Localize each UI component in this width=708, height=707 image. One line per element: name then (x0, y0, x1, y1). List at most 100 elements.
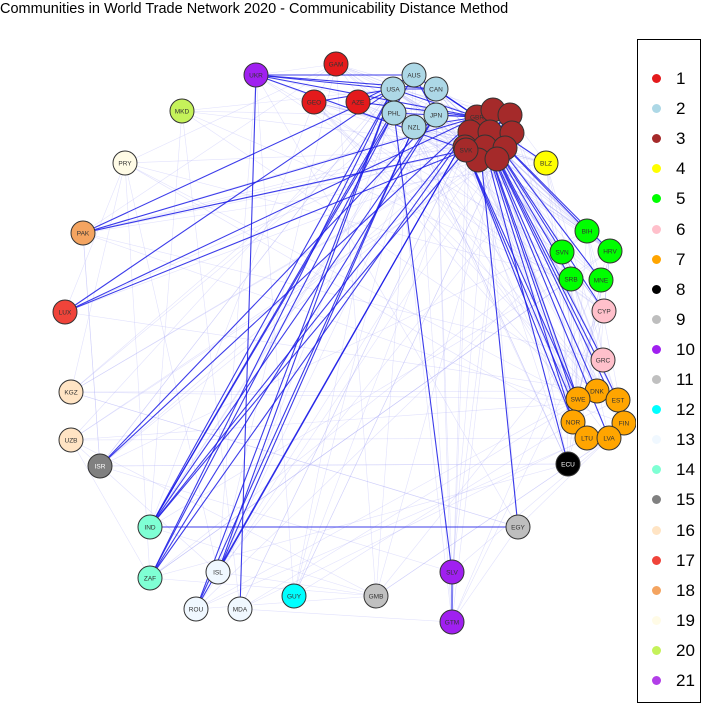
node-aus: AUS (401, 62, 427, 88)
node-label: ZAF (144, 576, 156, 583)
legend-label: 13 (676, 430, 695, 450)
background-edge (451, 147, 506, 573)
node-label: LTU (581, 436, 593, 443)
background-edge (70, 146, 486, 393)
legend-swatch (652, 375, 661, 384)
node-egy: EGY (505, 514, 531, 540)
edge-pak-usa (82, 88, 394, 234)
background-edge (357, 101, 598, 392)
node-label: ISL (213, 570, 223, 577)
edge-egy-gbr (476, 116, 519, 528)
node-label: ECU (561, 462, 575, 469)
background-edge (195, 398, 579, 610)
background-edge (293, 132, 513, 597)
node-circle (484, 146, 510, 172)
background-edge (82, 63, 337, 234)
background-edge (181, 110, 598, 392)
node-kgz: KGZ (58, 379, 84, 405)
background-edge (99, 463, 569, 467)
node-swe: SWE (565, 386, 591, 412)
background-edge (181, 110, 241, 610)
background-edge (99, 131, 491, 467)
node-pry: PRY (112, 150, 138, 176)
node-mda: MDA (227, 596, 253, 622)
background-edge (392, 88, 588, 439)
background-edge (451, 131, 471, 623)
node-label: PAK (77, 231, 90, 238)
background-edge (124, 162, 219, 573)
node-circle (590, 347, 616, 373)
node-circle (597, 238, 623, 264)
node-label: DNK (590, 389, 604, 396)
node-zaf: ZAF (137, 565, 163, 591)
node-label: GMB (369, 594, 384, 601)
legend-label: 5 (676, 189, 686, 209)
node-label: UKR (249, 73, 263, 80)
node-circle (381, 100, 407, 126)
node-ltu: LTU (574, 425, 600, 451)
node-ind: IND (137, 514, 163, 540)
background-edge (124, 162, 572, 280)
legend-item-17: 17 (638, 550, 700, 571)
background-edge (255, 74, 295, 597)
node-circle (52, 299, 78, 325)
background-edge (195, 230, 588, 610)
background-edge (517, 437, 610, 528)
background-edge (393, 112, 625, 424)
legend-label: 10 (676, 339, 695, 359)
legend-swatch (652, 435, 661, 445)
background-edge (293, 146, 466, 597)
background-edge (124, 162, 574, 423)
legend-item-10: 10 (638, 339, 700, 360)
legend-item-4: 4 (638, 158, 700, 179)
background-edge (293, 421, 574, 597)
background-edge (484, 146, 519, 528)
legend-swatch (652, 164, 661, 174)
node-ukr: UKR (243, 62, 269, 88)
node-jpn: JPN (423, 102, 449, 128)
node-label: PRY (118, 161, 132, 168)
node-circle (169, 98, 195, 124)
node-label: HRV (603, 249, 617, 256)
node-label: FIN (619, 421, 630, 428)
node-circle (112, 150, 138, 176)
legend-swatch (652, 104, 661, 114)
legend-item-16: 16 (638, 520, 700, 541)
edge-ind-svk (149, 149, 467, 528)
legend-item-6: 6 (638, 219, 700, 240)
node-circle (137, 514, 163, 540)
node-usa: USA (380, 76, 406, 102)
edge-lux-gbr (64, 116, 478, 313)
legend-swatch (652, 224, 661, 234)
node-circle (560, 409, 586, 435)
background-edge (70, 88, 394, 441)
legend-item-20: 20 (638, 640, 700, 661)
legend-label: 15 (676, 490, 695, 510)
node-circle (243, 62, 269, 88)
background-edge (70, 437, 588, 441)
legend-item-15: 15 (638, 489, 700, 510)
node-rou: ROU (183, 596, 209, 622)
background-edge (435, 88, 588, 232)
node-label: GTM (445, 620, 459, 627)
legend-label: 16 (676, 520, 695, 540)
node-circle (574, 218, 600, 244)
node-label: SLV (446, 570, 458, 577)
node-circle (205, 559, 231, 585)
node-gmb: GMB (363, 583, 389, 609)
node-srb: SRB (558, 266, 584, 292)
background-edge (70, 162, 126, 393)
node-bih: BIH (574, 218, 600, 244)
edge-isr-jpn (99, 114, 437, 467)
node-label: SVK (459, 148, 473, 155)
background-edge (255, 63, 337, 76)
background-edge (239, 131, 471, 610)
node-circle (439, 559, 465, 585)
legend-item-5: 5 (638, 188, 700, 209)
background-edge (70, 390, 598, 393)
node-circle (533, 150, 559, 176)
chart-title: Communities in World Trade Network 2020 … (0, 1, 509, 17)
background-edge (217, 63, 337, 573)
background-edge (99, 88, 394, 467)
